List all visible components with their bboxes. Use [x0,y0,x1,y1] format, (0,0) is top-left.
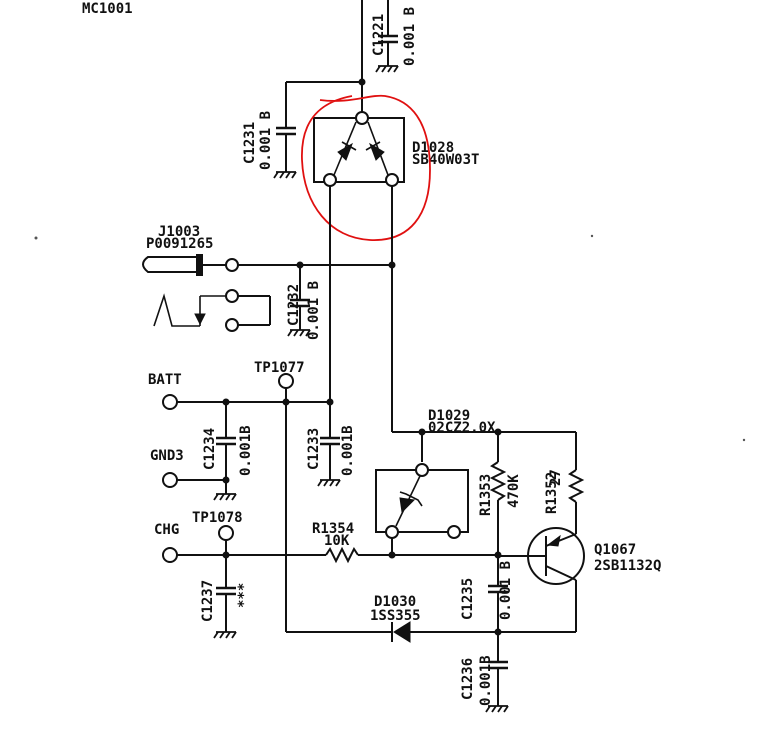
junction [222,476,230,484]
pin [355,111,369,125]
label-c1235-value: 0.001 B [498,561,514,620]
label-c1235: C1235 [460,578,476,620]
pin [225,318,239,332]
label-q1067: Q1067 [594,542,636,558]
label-r1354-value: 10K [324,533,350,549]
label-r1353: R1353 [478,474,494,516]
zener-bar [399,491,423,507]
ground-symbol [375,65,399,73]
scan-speck [34,236,38,240]
label-c1236-value: 0.001B [478,655,494,706]
diode-d1030-arrow [393,621,411,643]
label-d1028: D1028 [412,140,454,156]
label-gnd3: GND3 [150,448,184,464]
resistor-r1354 [325,546,359,564]
label-r1353-value: 470K [506,474,522,508]
label-c1221-value: 0.001 B [402,7,418,66]
ground-symbol [213,631,237,639]
label-d1030-part: 1SS355 [370,608,421,624]
testpoint-tp1078 [218,525,234,541]
label-c1234: C1234 [202,428,218,470]
label-c1232: C1232 [286,284,302,326]
diode-arrow [369,142,385,161]
label-c1232-value: 0.001 B [306,281,322,340]
pin [385,525,399,539]
label-r1352-value: 27 [548,469,564,486]
pin [415,463,429,477]
terminal-gnd3 [162,472,178,488]
transistor-collector [545,565,577,581]
ground-symbol [213,493,237,501]
scan-speck [742,438,746,442]
label-c1237-value: *** [236,583,252,608]
label-tp1077: TP1077 [254,360,305,376]
label-r1352: R1352 [544,472,560,514]
label-c1221: C1221 [371,14,387,56]
pin [323,173,337,187]
pin [225,258,239,272]
testpoint-tp1077 [278,373,294,389]
label-c1231-value: 0.001 B [258,111,274,170]
diode-bar [365,141,381,151]
ground-symbol [287,329,311,337]
label-chg: CHG [154,522,179,538]
label-d1028-part: SB40W03T [412,152,479,168]
diode-arrow [337,142,353,161]
label-c1233: C1233 [306,428,322,470]
label-c1237: C1237 [200,580,216,622]
resistor-r1352 [567,469,585,503]
transistor-arrow [546,534,561,547]
zener-d1029-body [375,469,469,533]
label-c1231: C1231 [242,122,258,164]
label-r1354: R1354 [312,521,354,537]
label-j1003: J1003 [158,224,200,240]
label-d1030: D1030 [374,594,416,610]
highlight-circle [301,94,431,241]
pin [225,289,239,303]
terminal-chg [162,547,178,563]
label-j1003-part: P0091265 [146,236,213,252]
label-mc1001: MC1001 [82,1,133,17]
terminal-batt [162,394,178,410]
scan-speck [590,234,594,238]
resistor-r1353 [489,461,507,501]
label-c1234-value: 0.001B [238,425,254,476]
label-batt: BATT [148,372,182,388]
jack-plug-icon [142,254,226,276]
diode-d1028-body [313,117,405,183]
ground-symbol [485,705,509,713]
jack-switch-icon [153,293,226,327]
label-tp1078: TP1078 [192,510,243,526]
pin [447,525,461,539]
label-c1233-value: 0.001B [340,425,356,476]
label-d1029-part: 02CZ2.0X [428,420,496,436]
pin [385,173,399,187]
ground-symbol [273,171,297,179]
zener-arrow [399,497,416,514]
label-q1067-part: 2SB1132Q [594,558,661,574]
diode-bar [341,141,357,151]
label-c1236: C1236 [460,658,476,700]
label-d1029: D1029 [428,408,470,424]
ground-symbol [317,479,341,487]
